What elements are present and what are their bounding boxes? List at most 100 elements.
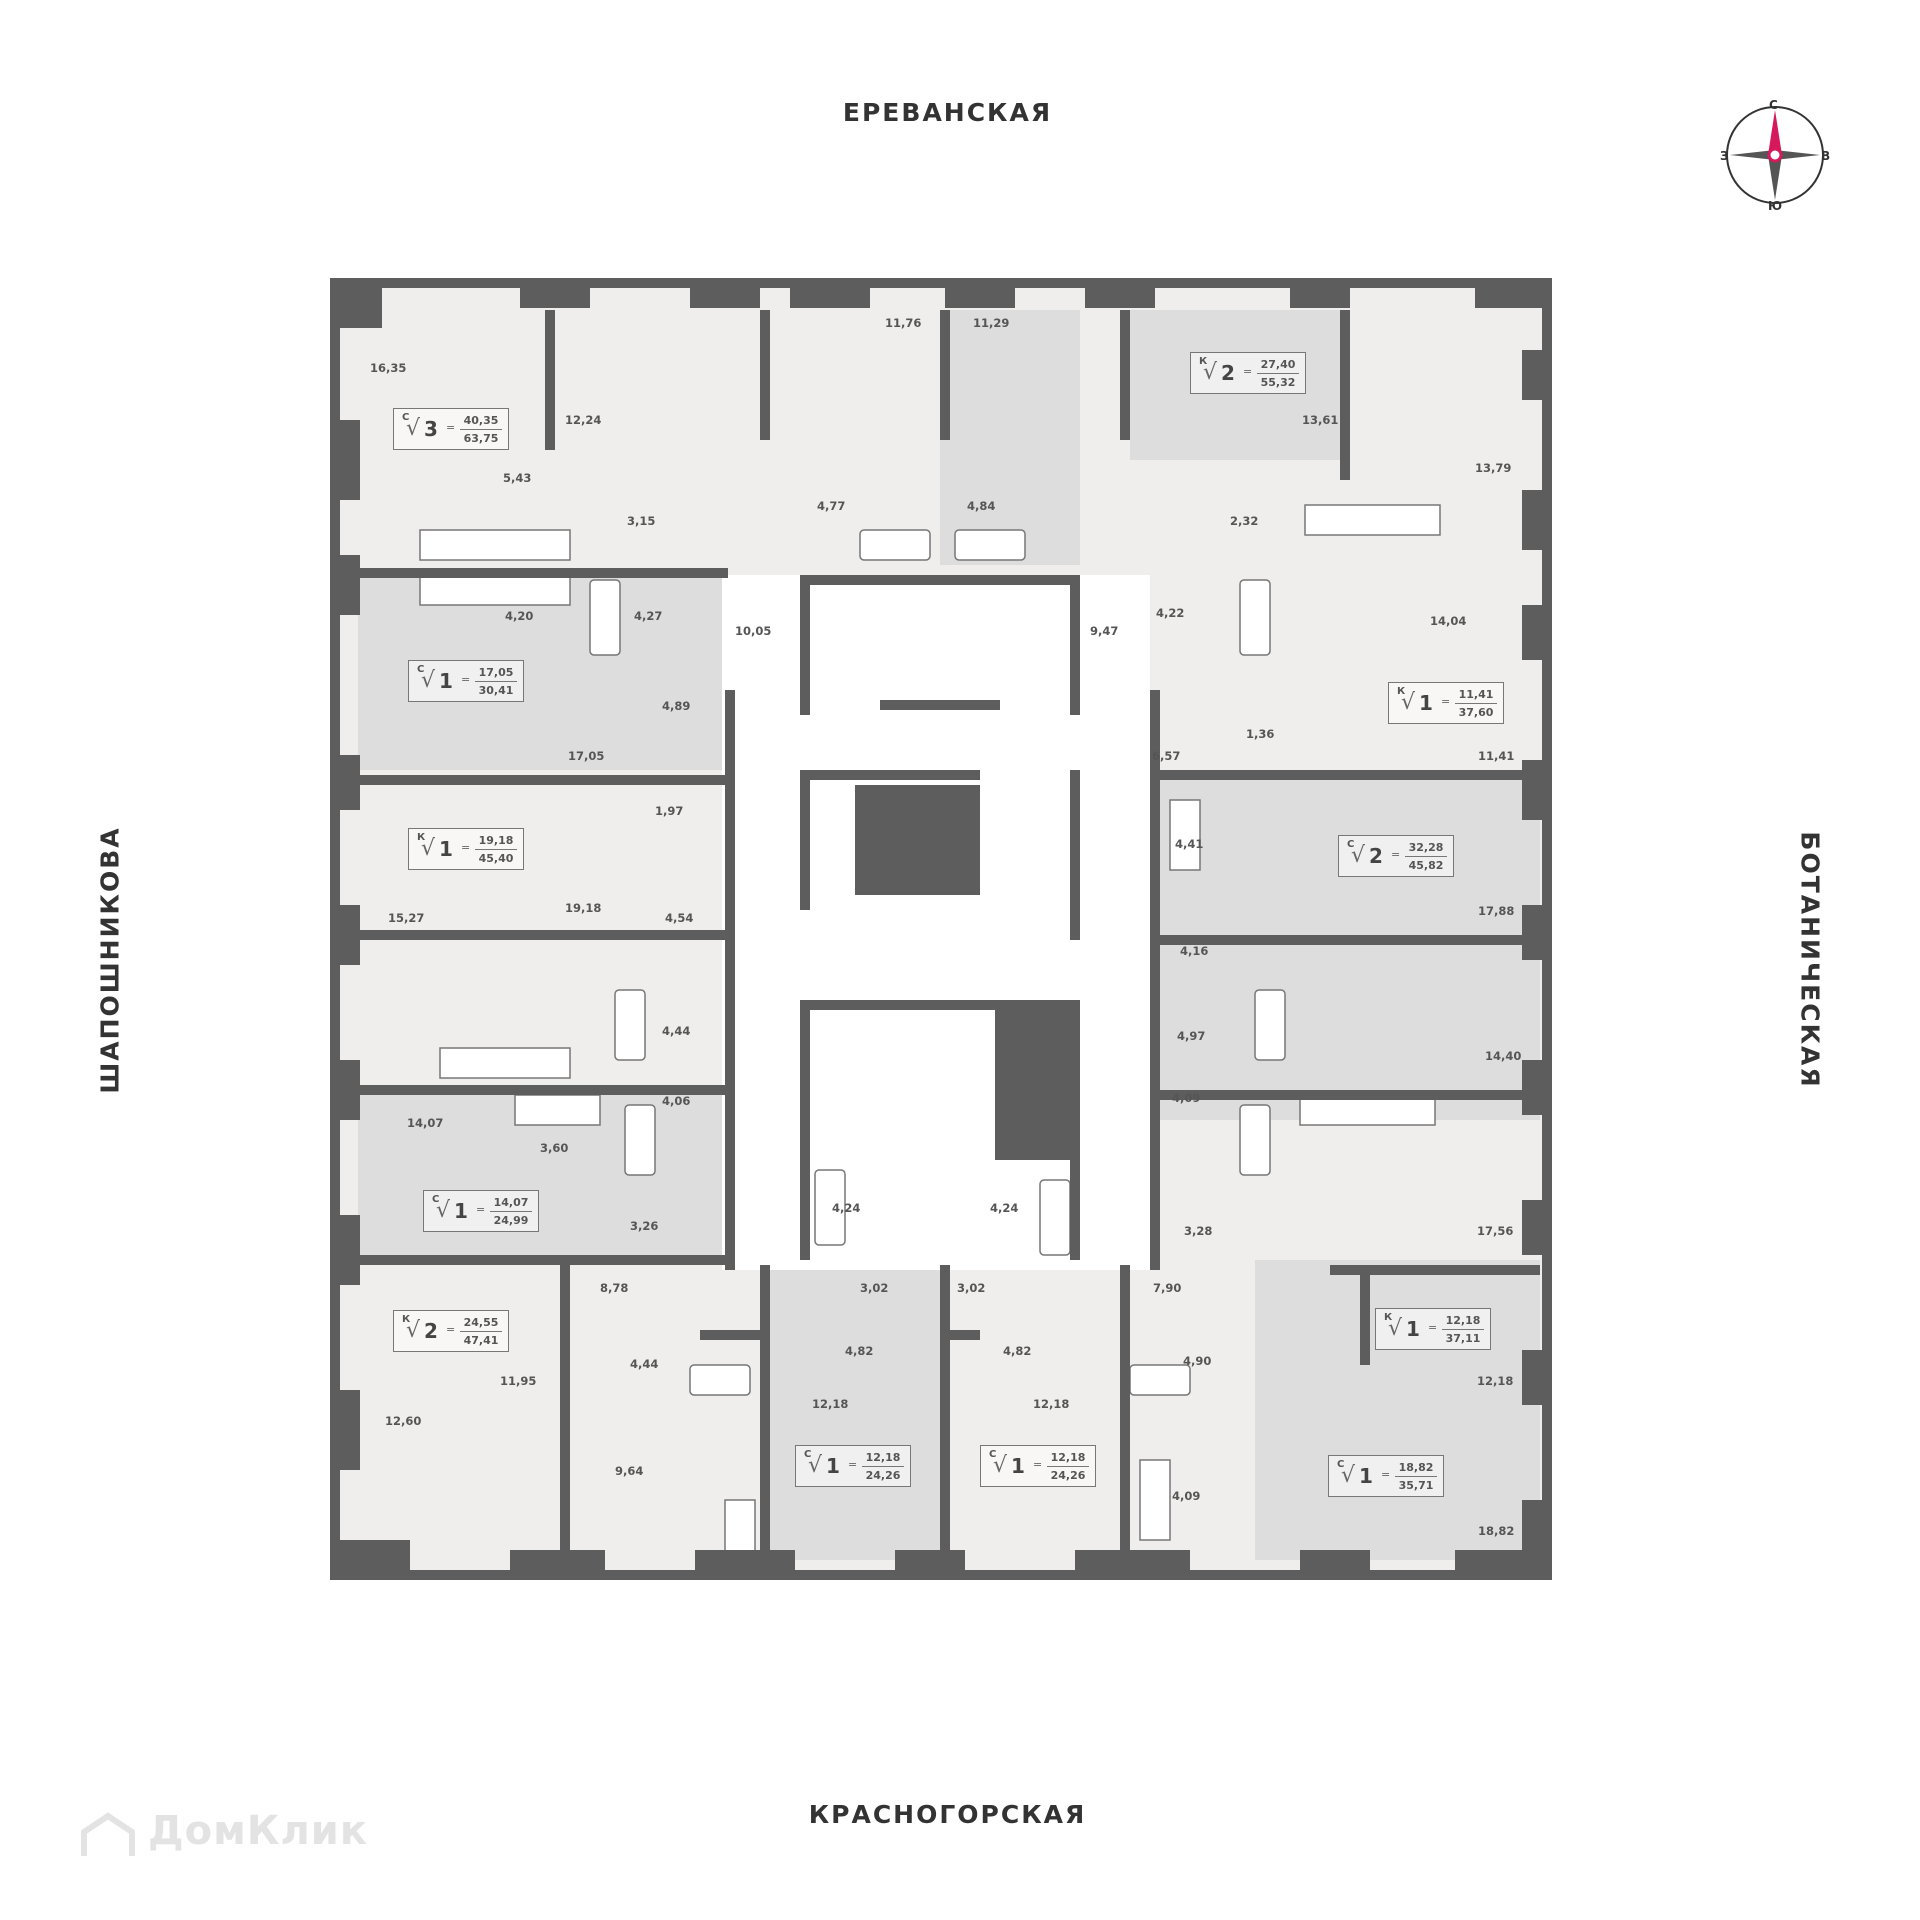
room-area: 17,56 bbox=[1477, 1224, 1513, 1238]
apartment-rooms: 3 bbox=[424, 417, 438, 441]
wall bbox=[545, 310, 555, 450]
root-sign-icon: √ bbox=[1388, 1316, 1403, 1341]
wall bbox=[1360, 1265, 1370, 1365]
compass-s: Ю bbox=[1768, 199, 1782, 210]
wall bbox=[1522, 760, 1552, 820]
apartment-type: С bbox=[1337, 1459, 1345, 1470]
kitchen-counter bbox=[1169, 799, 1201, 871]
bathtub bbox=[814, 1169, 846, 1246]
kitchen-counter bbox=[419, 529, 571, 561]
apartment-total-area: 24,26 bbox=[1050, 1469, 1086, 1482]
corridor-floor bbox=[722, 575, 1150, 1270]
compass-n: С bbox=[1769, 100, 1778, 112]
apartment-type: С bbox=[989, 1449, 997, 1460]
wall bbox=[800, 575, 1080, 585]
house-icon bbox=[81, 1812, 135, 1856]
apartment-rooms: 1 bbox=[1359, 1464, 1373, 1488]
bathtub bbox=[859, 529, 931, 561]
wall bbox=[1075, 1550, 1190, 1580]
room-area: 2,32 bbox=[1230, 514, 1258, 528]
bathtub bbox=[589, 579, 621, 656]
wall bbox=[510, 1550, 605, 1580]
room-area: 5,43 bbox=[503, 471, 531, 485]
room-area: 4,09 bbox=[1172, 1091, 1200, 1105]
apartment-rooms: 2 bbox=[1369, 844, 1383, 868]
apartment-rooms: 2 bbox=[424, 1319, 438, 1343]
apartment-type: С bbox=[402, 412, 410, 423]
room-area: 4,09 bbox=[1172, 1489, 1200, 1503]
wall bbox=[330, 1540, 410, 1580]
room-area: 7,90 bbox=[1153, 1281, 1181, 1295]
room-area: 11,76 bbox=[885, 316, 921, 330]
wall bbox=[560, 1265, 570, 1575]
apartment-type: К bbox=[1199, 356, 1208, 367]
watermark: ДомКлик bbox=[78, 1808, 368, 1854]
room-area: 13,79 bbox=[1475, 461, 1511, 475]
root-sign-icon: √ bbox=[1203, 360, 1218, 385]
room-area: 9,47 bbox=[1090, 624, 1118, 638]
apartment-living-area: 40,35 bbox=[463, 414, 499, 427]
apartment-total-area: 24,26 bbox=[865, 1469, 901, 1482]
apartment-type: С bbox=[432, 1194, 440, 1205]
root-sign-icon: √ bbox=[1351, 843, 1366, 868]
wall bbox=[330, 278, 382, 328]
room-area: 15,27 bbox=[388, 911, 424, 925]
wall bbox=[790, 278, 870, 308]
wall bbox=[1085, 278, 1155, 308]
wall bbox=[880, 700, 1000, 710]
room-area: 4,82 bbox=[1003, 1344, 1031, 1358]
room-area: 14,07 bbox=[407, 1116, 443, 1130]
bathtub bbox=[1039, 1179, 1071, 1256]
wall bbox=[330, 1390, 360, 1470]
wall bbox=[1522, 1200, 1552, 1255]
room-area: 4,27 bbox=[634, 609, 662, 623]
room-area: 17,88 bbox=[1478, 904, 1514, 918]
wall bbox=[330, 755, 360, 810]
room-area: 4,22 bbox=[1156, 606, 1184, 620]
apartment-living-area: 27,40 bbox=[1260, 358, 1296, 371]
wall bbox=[760, 310, 770, 440]
wall bbox=[1522, 1350, 1552, 1405]
room-area: 11,29 bbox=[973, 316, 1009, 330]
apartment-living-area: 17,05 bbox=[478, 666, 514, 679]
wall bbox=[1340, 310, 1350, 480]
wall bbox=[1120, 310, 1130, 440]
bathtub bbox=[1254, 989, 1286, 1061]
wall bbox=[995, 1010, 1070, 1160]
root-sign-icon: √ bbox=[1341, 1463, 1356, 1488]
apartment-type: С bbox=[1347, 839, 1355, 850]
apartment-total-area: 45,82 bbox=[1408, 859, 1444, 872]
wall bbox=[800, 770, 980, 780]
wall bbox=[1300, 1550, 1370, 1580]
apartment-living-area: 12,18 bbox=[1445, 1314, 1481, 1327]
room-area: 4,16 bbox=[1180, 944, 1208, 958]
room-area: 4,89 bbox=[662, 699, 690, 713]
wall bbox=[1522, 350, 1552, 400]
wall bbox=[895, 1550, 965, 1580]
wall bbox=[330, 1215, 360, 1285]
wall bbox=[725, 690, 735, 1270]
root-sign-icon: √ bbox=[421, 836, 436, 861]
equals-sign: = bbox=[1243, 365, 1253, 378]
wall bbox=[358, 775, 728, 785]
wall bbox=[700, 1330, 760, 1340]
room-area: 19,18 bbox=[565, 901, 601, 915]
wall bbox=[800, 575, 810, 715]
equals-sign: = bbox=[446, 1323, 456, 1336]
wall bbox=[1522, 1060, 1552, 1115]
wall bbox=[1160, 770, 1540, 780]
bathtub bbox=[1239, 579, 1271, 656]
walls bbox=[330, 278, 1552, 1580]
room-area: 4,44 bbox=[662, 1024, 690, 1038]
wall bbox=[1290, 278, 1350, 308]
